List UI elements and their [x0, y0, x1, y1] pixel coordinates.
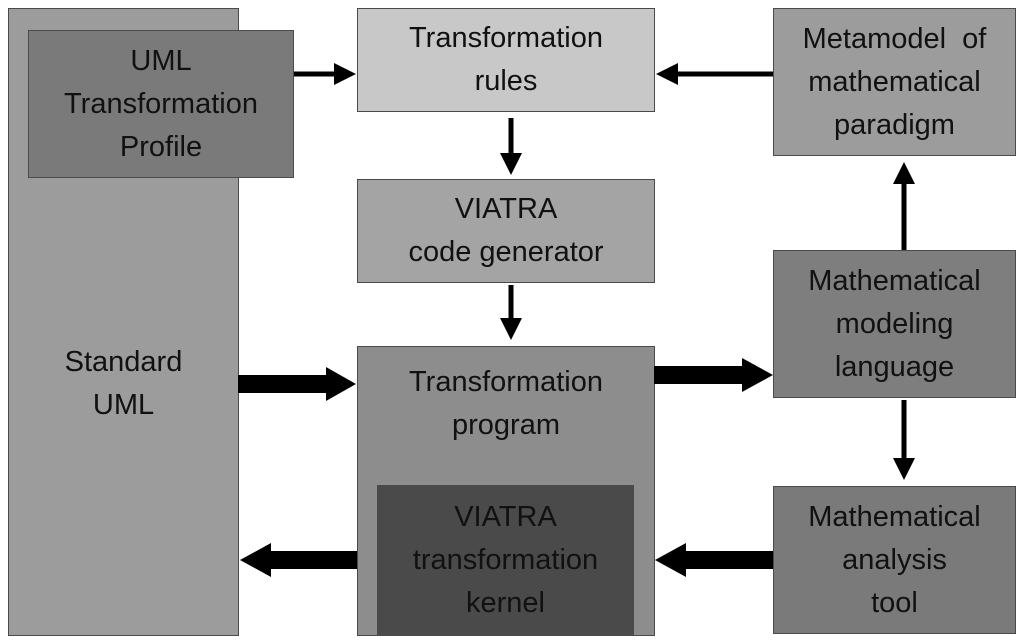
metamodel-line-1: Metamodel of	[802, 22, 987, 55]
generator-line-1: VIATRA	[454, 193, 558, 225]
kernel-line-2: transformation	[412, 544, 599, 576]
arrow-program-to-language	[654, 358, 773, 392]
mathematical-analysis-tool-box: Mathematical analysis tool	[773, 486, 1016, 634]
arrow-tool-to-kernel	[655, 543, 773, 577]
standard-uml-line-2: UML	[92, 389, 155, 421]
language-line-3: language	[834, 350, 955, 383]
language-line-1: Mathematical	[808, 264, 981, 297]
generator-line-2: code generator	[408, 236, 604, 268]
profile-line-3: Profile	[119, 130, 203, 163]
kernel-line-3: kernel	[466, 587, 545, 619]
program-line-2: program	[452, 409, 560, 441]
arrow-profile-to-rules	[294, 63, 356, 85]
arrow-standard-uml-to-program	[238, 367, 356, 401]
uml-transformation-profile-box: UML Transformation Profile	[28, 30, 294, 178]
arrow-language-to-tool	[893, 400, 915, 480]
arrow-rules-to-generator	[500, 118, 522, 175]
arrow-generator-to-program	[500, 285, 522, 340]
mathematical-modeling-language-box: Mathematical modeling language	[773, 250, 1016, 398]
arrow-language-to-metamodel	[893, 162, 915, 250]
metamodel-line-2: mathematical	[808, 65, 981, 98]
viatra-code-generator-box: VIATRA code generator	[357, 179, 655, 283]
standard-uml-line-1: Standard	[64, 346, 183, 378]
program-line-1: Transformation	[409, 366, 603, 398]
kernel-line-1: VIATRA	[454, 501, 557, 533]
metamodel-box: Metamodel of mathematical paradigm	[773, 8, 1016, 156]
language-line-2: modeling	[835, 307, 954, 340]
rules-line-1: Transformation	[409, 22, 603, 54]
profile-line-1: UML	[130, 44, 192, 77]
arrow-metamodel-to-rules	[656, 63, 773, 85]
profile-line-2: Transformation	[64, 87, 258, 120]
arrow-program-to-standard-uml	[240, 543, 357, 577]
rules-line-2: rules	[474, 65, 538, 97]
viatra-transformation-kernel-box: VIATRA transformation kernel	[377, 485, 634, 636]
tool-line-3: tool	[871, 586, 918, 619]
tool-line-2: analysis	[842, 543, 947, 576]
tool-line-1: Mathematical	[808, 500, 981, 533]
metamodel-line-3: paradigm	[834, 108, 955, 141]
transformation-rules-box: Transformation rules	[357, 8, 655, 112]
